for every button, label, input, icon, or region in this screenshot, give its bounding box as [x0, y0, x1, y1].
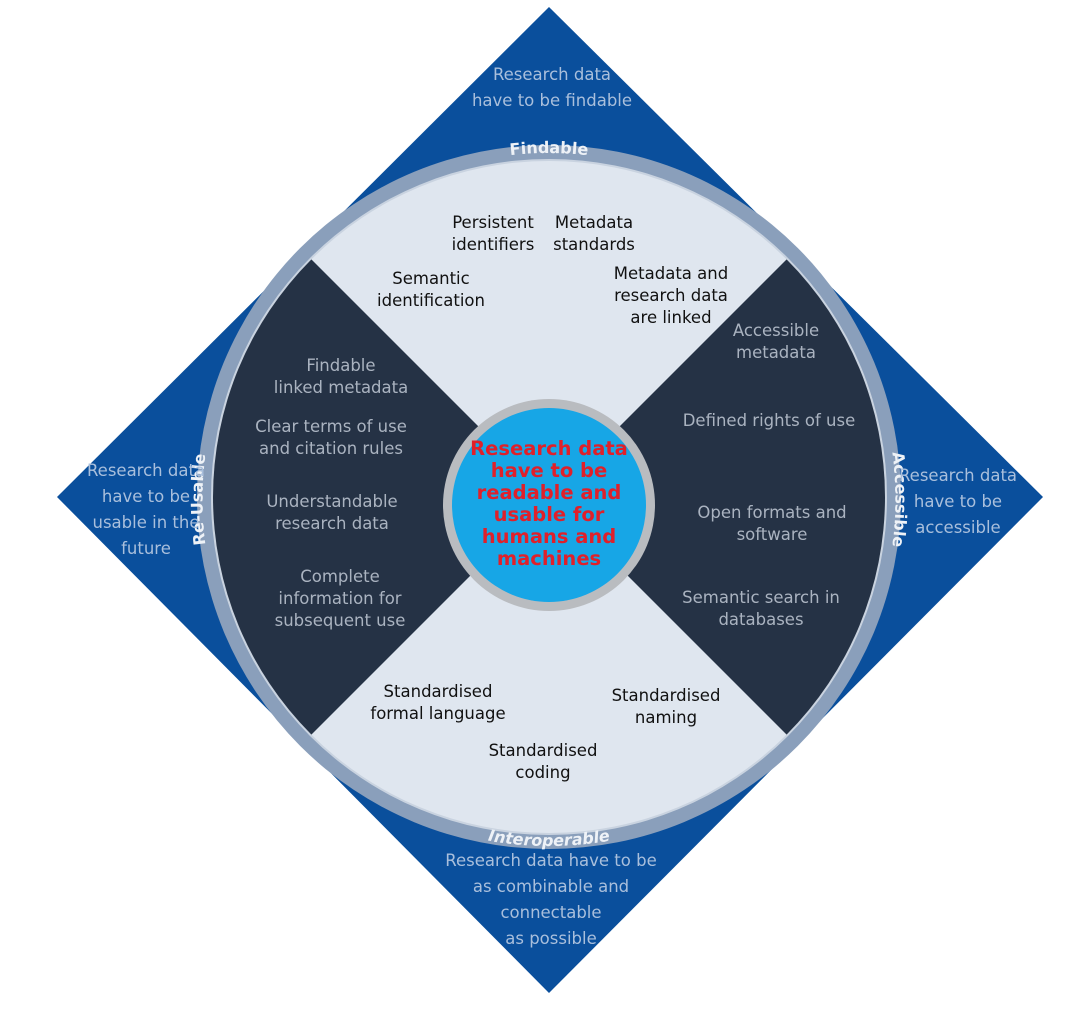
reusable-item-linked-metadata: Findable linked metadata: [273, 356, 409, 397]
outer-text-reusable: Research data have to be usable in the f…: [86, 461, 206, 558]
interoperable-item-coding: Standardised coding: [488, 741, 598, 782]
outer-text-accessible: Research data have to be accessible: [898, 466, 1018, 537]
reusable-item-understandable: Understandable research data: [266, 492, 398, 533]
ring-label-reusable: Re-Usable: [187, 452, 209, 546]
findable-item-metadata-standards: Metadata standards: [553, 213, 635, 254]
reusable-item-terms-of-use: Clear terms of use and citation rules: [255, 417, 407, 458]
outer-text-findable: Research data have to be findable: [471, 65, 633, 110]
center-circle: [452, 408, 646, 602]
ring-label-accessible: Accessible: [888, 451, 910, 549]
accessible-item-open-formats: Open formats and software: [697, 503, 847, 544]
interoperable-item-naming: Standardised naming: [611, 686, 721, 727]
accessible-item-rights: Defined rights of use: [682, 411, 856, 430]
findable-item-persistent-identifiers: Persistent identifiers: [451, 213, 535, 254]
outer-text-interoperable: Research data have to be as combinable a…: [445, 851, 657, 948]
findable-item-metadata-linked: Metadata and research data are linked: [613, 264, 729, 327]
accessible-item-metadata: Accessible metadata: [732, 321, 820, 362]
accessible-item-semantic-search: Semantic search in databases: [682, 588, 840, 629]
ring-label-findable: Findable: [509, 138, 590, 159]
center-statement: Research data have to be readable and us…: [470, 437, 628, 570]
findable-item-semantic-identification: Semantic identification: [377, 269, 485, 310]
interoperable-item-formal-language: Standardised formal language: [370, 682, 506, 723]
reusable-item-complete-info: Complete information for subsequent use: [274, 567, 406, 630]
